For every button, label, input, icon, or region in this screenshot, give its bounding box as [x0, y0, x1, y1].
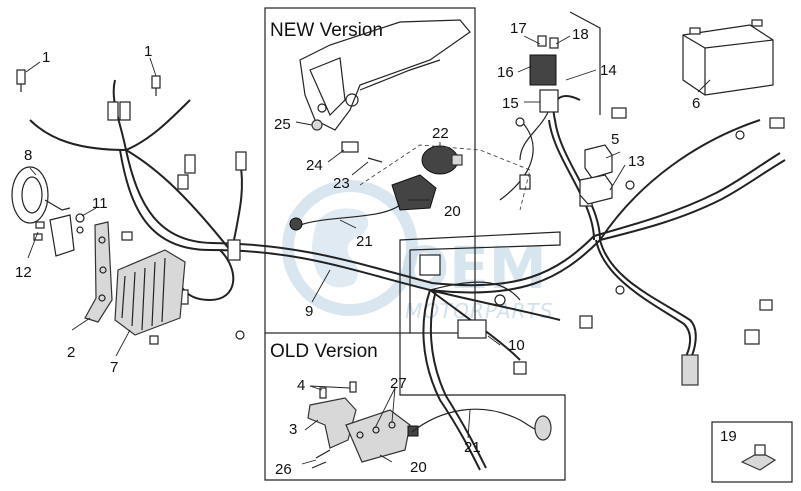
screws-26	[311, 449, 331, 469]
horn-8	[11, 166, 71, 224]
callout-16: 16	[497, 64, 514, 81]
callout-14: 14	[600, 62, 617, 79]
leader-lines	[25, 35, 711, 465]
inset-outline-14	[569, 11, 601, 115]
sensor-22	[421, 145, 463, 175]
callout-13: 13	[628, 153, 645, 170]
lead-21-old	[411, 408, 552, 441]
nut-11	[75, 213, 85, 234]
callout-12: 12	[15, 264, 32, 281]
spark-plug-1b	[151, 75, 161, 96]
callout-26: 26	[275, 461, 292, 478]
callout-7: 7	[110, 359, 118, 376]
callout-17: 17	[510, 20, 527, 37]
new-version-box: NEW Version	[264, 7, 476, 334]
screw-23	[367, 157, 383, 163]
regulator-7	[114, 249, 186, 336]
bracket-2	[84, 221, 113, 323]
callout-1b: 1	[144, 43, 152, 60]
callout-10: 10	[508, 337, 525, 354]
frame-bracket	[299, 19, 471, 131]
screws-4	[319, 381, 357, 399]
battery-6	[682, 19, 774, 96]
new-dashed-link	[359, 144, 531, 211]
callout-2: 2	[67, 344, 75, 361]
watermark-tagline: MOTORPARTS	[405, 299, 553, 323]
new-version-title: NEW Version	[270, 20, 383, 41]
coil-20-old	[345, 409, 419, 463]
watermark: OEM MOTORPARTS	[282, 180, 553, 323]
relay-5	[584, 144, 613, 179]
part-19-box	[711, 421, 793, 483]
nut-25	[311, 119, 323, 131]
callout-19: 19	[720, 428, 737, 445]
callout-9: 9	[305, 303, 313, 320]
old-version-box: OLD Version	[264, 333, 566, 481]
fuse-box-19	[740, 444, 777, 471]
callout-25: 25	[274, 116, 291, 133]
coil-20-new	[289, 174, 437, 231]
callout-20b: 20	[410, 459, 427, 476]
callout-5: 5	[611, 131, 619, 148]
fuse-16-18	[519, 35, 559, 161]
callout-21a: 21	[356, 233, 373, 250]
callout-6: 6	[692, 95, 700, 112]
screws-left	[121, 231, 159, 345]
bolts-12	[33, 214, 75, 257]
relay-13	[579, 174, 613, 205]
callout-4: 4	[297, 377, 305, 394]
callout-22: 22	[432, 125, 449, 142]
spark-plug-1a	[16, 69, 26, 92]
spacer-24	[341, 141, 359, 153]
inset-outline-right	[399, 231, 561, 333]
callout-1a: 1	[42, 49, 50, 66]
callout-21b: 21	[464, 439, 481, 456]
watermark-globe-continents	[312, 208, 369, 288]
callout-labels: 1 1 2 3 4 5 6 7 8 9 10 11 12 13 14 15 16…	[15, 20, 737, 478]
callout-23: 23	[333, 175, 350, 192]
callout-3: 3	[289, 421, 297, 438]
callout-24: 24	[306, 157, 323, 174]
callout-27: 27	[390, 375, 407, 392]
watermark-globe	[282, 180, 418, 316]
bracket-3	[307, 397, 357, 449]
callout-8: 8	[24, 147, 32, 164]
callout-18: 18	[572, 26, 589, 43]
old-version-title: OLD Version	[270, 341, 378, 362]
callout-15: 15	[502, 95, 519, 112]
callout-11: 11	[92, 195, 108, 212]
callout-20a: 20	[444, 203, 461, 220]
